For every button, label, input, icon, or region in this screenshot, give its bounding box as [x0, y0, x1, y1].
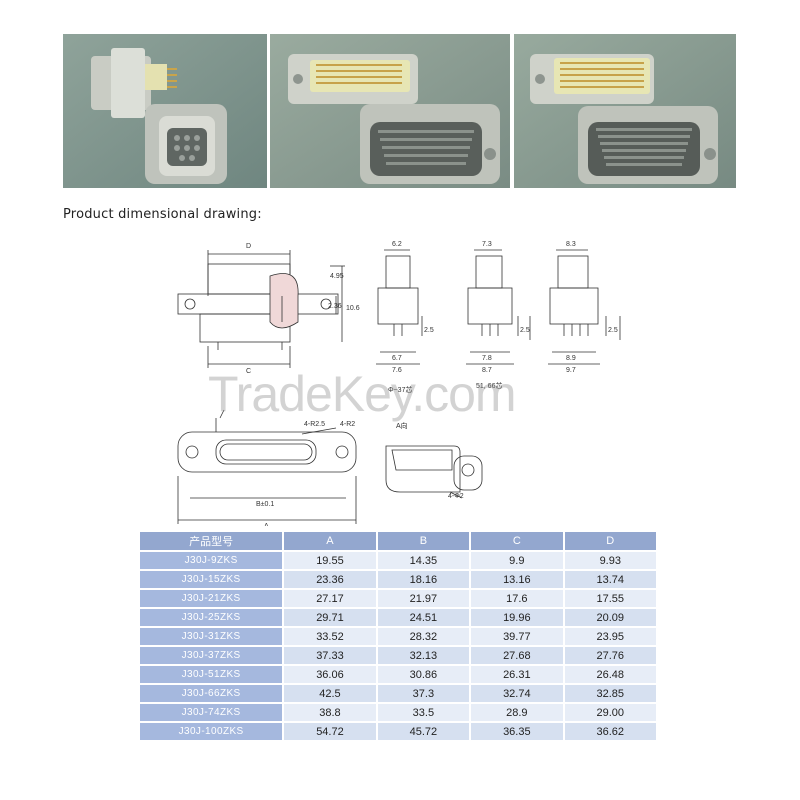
cell-model: J30J-66ZKS — [140, 685, 283, 702]
cell-b: 37.3 — [377, 685, 470, 702]
table-row: J30J-66ZKS 42.5 37.3 32.74 32.85 — [140, 685, 656, 702]
dim-front-c: C — [246, 368, 251, 375]
view-a-label: A向 — [396, 421, 408, 430]
cell-c: 19.96 — [471, 609, 563, 626]
dim-bottom-r25: 4-R2.5 — [304, 421, 325, 428]
cell-a: 33.52 — [284, 628, 376, 645]
cell-model: J30J-51ZKS — [140, 666, 283, 683]
table-row: J30J-31ZKS 33.52 28.32 39.77 23.95 — [140, 628, 656, 645]
cell-d: 27.76 — [564, 647, 656, 664]
cell-b: 45.72 — [377, 723, 470, 740]
note-51-66: 51, 66芯 — [476, 381, 502, 390]
cell-b: 33.5 — [377, 704, 470, 721]
dim-side1-mid: 6.7 — [392, 355, 402, 362]
header-d: D — [564, 532, 656, 550]
table-row: J30J-51ZKS 36.06 30.86 26.31 26.48 — [140, 666, 656, 683]
table-row: J30J-100ZKS 54.72 45.72 36.35 36.62 — [140, 723, 656, 740]
table-row: J30J-9ZKS 19.55 14.35 9.9 9.93 — [140, 552, 656, 569]
table-row: J30J-74ZKS 38.8 33.5 28.9 29.00 — [140, 704, 656, 721]
cell-model: J30J-37ZKS — [140, 647, 283, 664]
cell-b: 18.16 — [377, 571, 470, 588]
dim-side1-bot: 7.6 — [392, 367, 402, 374]
dim-side2-pin: 2.5 — [520, 327, 530, 334]
header-model: 产品型号 — [140, 532, 283, 550]
table-row: J30J-37ZKS 37.33 32.13 27.68 27.76 — [140, 647, 656, 664]
cell-a: 42.5 — [284, 685, 376, 702]
dim-front-495: 4.95 — [330, 273, 344, 280]
dim-side3-top: 8.3 — [566, 241, 576, 248]
product-photo-9pin — [63, 34, 267, 188]
cell-model: J30J-25ZKS — [140, 609, 283, 626]
view-a-hole: 4-Φ2 — [448, 493, 464, 500]
table-row: J30J-25ZKS 29.71 24.51 19.96 20.09 — [140, 609, 656, 626]
product-photo-66pin — [514, 34, 736, 188]
cell-c: 28.9 — [471, 704, 563, 721]
dim-side2-top: 7.3 — [482, 241, 492, 248]
cell-b: 30.86 — [377, 666, 470, 683]
cell-c: 17.6 — [471, 590, 563, 607]
cell-a: 37.33 — [284, 647, 376, 664]
dim-side2-mid: 7.8 — [482, 355, 492, 362]
cell-model: J30J-9ZKS — [140, 552, 283, 569]
spec-table: 产品型号 A B C D J30J-9ZKS 19.55 14.35 9.9 9… — [138, 530, 658, 742]
cell-b: 21.97 — [377, 590, 470, 607]
header-a: A — [284, 532, 376, 550]
dim-side3-bot: 9.7 — [566, 367, 576, 374]
header-c: C — [471, 532, 563, 550]
product-photo-51pin — [270, 34, 510, 188]
cell-b: 14.35 — [377, 552, 470, 569]
cell-c: 26.31 — [471, 666, 563, 683]
cell-d: 26.48 — [564, 666, 656, 683]
cell-c: 27.68 — [471, 647, 563, 664]
cell-model: J30J-21ZKS — [140, 590, 283, 607]
cell-b: 32.13 — [377, 647, 470, 664]
cell-a: 23.36 — [284, 571, 376, 588]
cell-model: J30J-31ZKS — [140, 628, 283, 645]
drawing-caption: Product dimensional drawing: — [63, 207, 262, 222]
cell-c: 9.9 — [471, 552, 563, 569]
cell-c: 13.16 — [471, 571, 563, 588]
table-row: J30J-15ZKS 23.36 18.16 13.16 13.74 — [140, 571, 656, 588]
cell-b: 24.51 — [377, 609, 470, 626]
cell-c: 39.77 — [471, 628, 563, 645]
dim-side2-bot: 8.7 — [482, 367, 492, 374]
dim-bottom-b: B±0.1 — [256, 501, 274, 508]
cell-a: 38.8 — [284, 704, 376, 721]
dim-bottom-r2: 4-R2 — [340, 421, 355, 428]
cell-model: J30J-100ZKS — [140, 723, 283, 740]
cell-d: 36.62 — [564, 723, 656, 740]
cell-c: 36.35 — [471, 723, 563, 740]
dim-side3-pin: 2.5 — [608, 327, 618, 334]
cell-d: 9.93 — [564, 552, 656, 569]
dimensional-drawing: D 4.95 10.6 2.36 C 6.2 6.7 7.6 2.5 7.3 7… — [177, 241, 621, 526]
dim-bottom-a: A — [264, 523, 269, 526]
table-row: J30J-21ZKS 27.17 21.97 17.6 17.55 — [140, 590, 656, 607]
cell-b: 28.32 — [377, 628, 470, 645]
cell-a: 54.72 — [284, 723, 376, 740]
cell-d: 29.00 — [564, 704, 656, 721]
cell-d: 23.95 — [564, 628, 656, 645]
dim-side1-top: 6.2 — [392, 241, 402, 248]
cell-a: 36.06 — [284, 666, 376, 683]
cell-a: 19.55 — [284, 552, 376, 569]
cell-d: 17.55 — [564, 590, 656, 607]
cell-a: 29.71 — [284, 609, 376, 626]
cell-d: 32.85 — [564, 685, 656, 702]
cell-c: 32.74 — [471, 685, 563, 702]
cell-model: J30J-74ZKS — [140, 704, 283, 721]
cell-d: 20.09 — [564, 609, 656, 626]
dim-front-106: 10.6 — [346, 305, 360, 312]
cell-a: 27.17 — [284, 590, 376, 607]
dim-side3-mid: 8.9 — [566, 355, 576, 362]
note-37: Φ~37芯 — [388, 385, 412, 394]
dim-front-236: 2.36 — [328, 303, 342, 310]
cell-model: J30J-15ZKS — [140, 571, 283, 588]
dim-side1-pin: 2.5 — [424, 327, 434, 334]
dim-front-d: D — [246, 243, 251, 250]
cell-d: 13.74 — [564, 571, 656, 588]
table-header-row: 产品型号 A B C D — [140, 532, 656, 550]
watermark: TradeKey.com — [208, 366, 517, 422]
header-b: B — [377, 532, 470, 550]
